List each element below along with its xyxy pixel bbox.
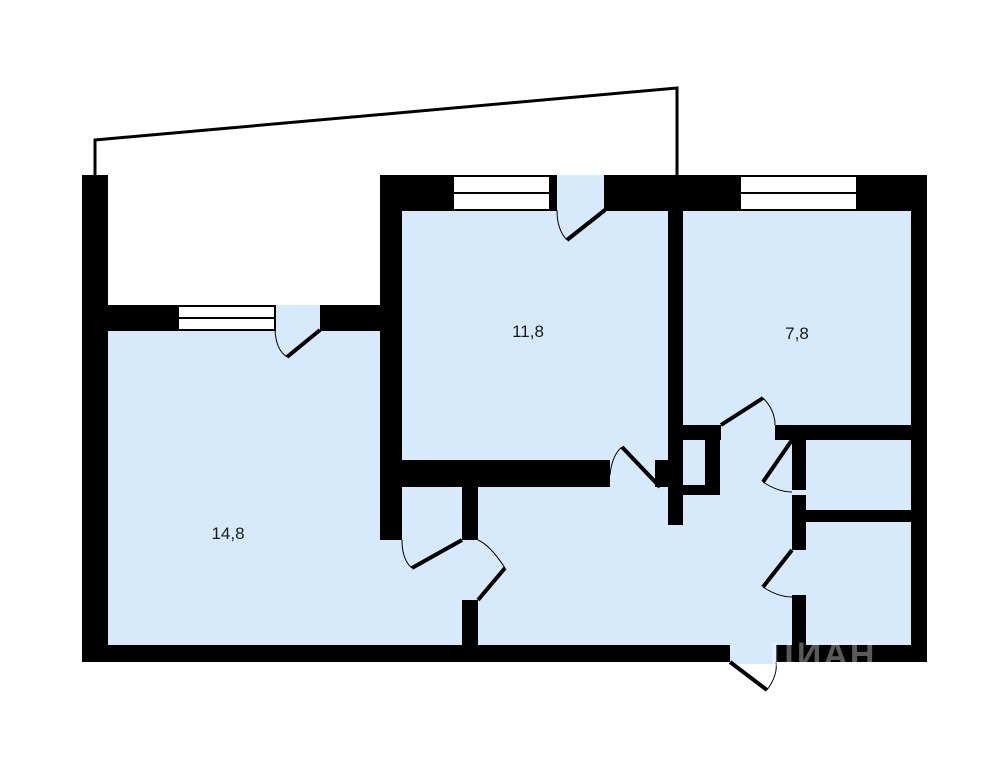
- balcony-door-opening-left: [275, 305, 320, 331]
- balcony-outline: [93, 86, 679, 178]
- entrance-opening: [730, 644, 776, 664]
- room-area-left: 14,8: [211, 524, 245, 543]
- watermark: ЦИАН: [770, 636, 877, 674]
- windows: [177, 175, 858, 331]
- floor-area: [95, 190, 920, 655]
- walls: [82, 175, 927, 662]
- doors: [274, 208, 794, 692]
- room-area-right: 7,8: [785, 324, 809, 343]
- room-area-middle: 11,8: [512, 322, 544, 341]
- balcony-door-opening-middle: [556, 175, 604, 211]
